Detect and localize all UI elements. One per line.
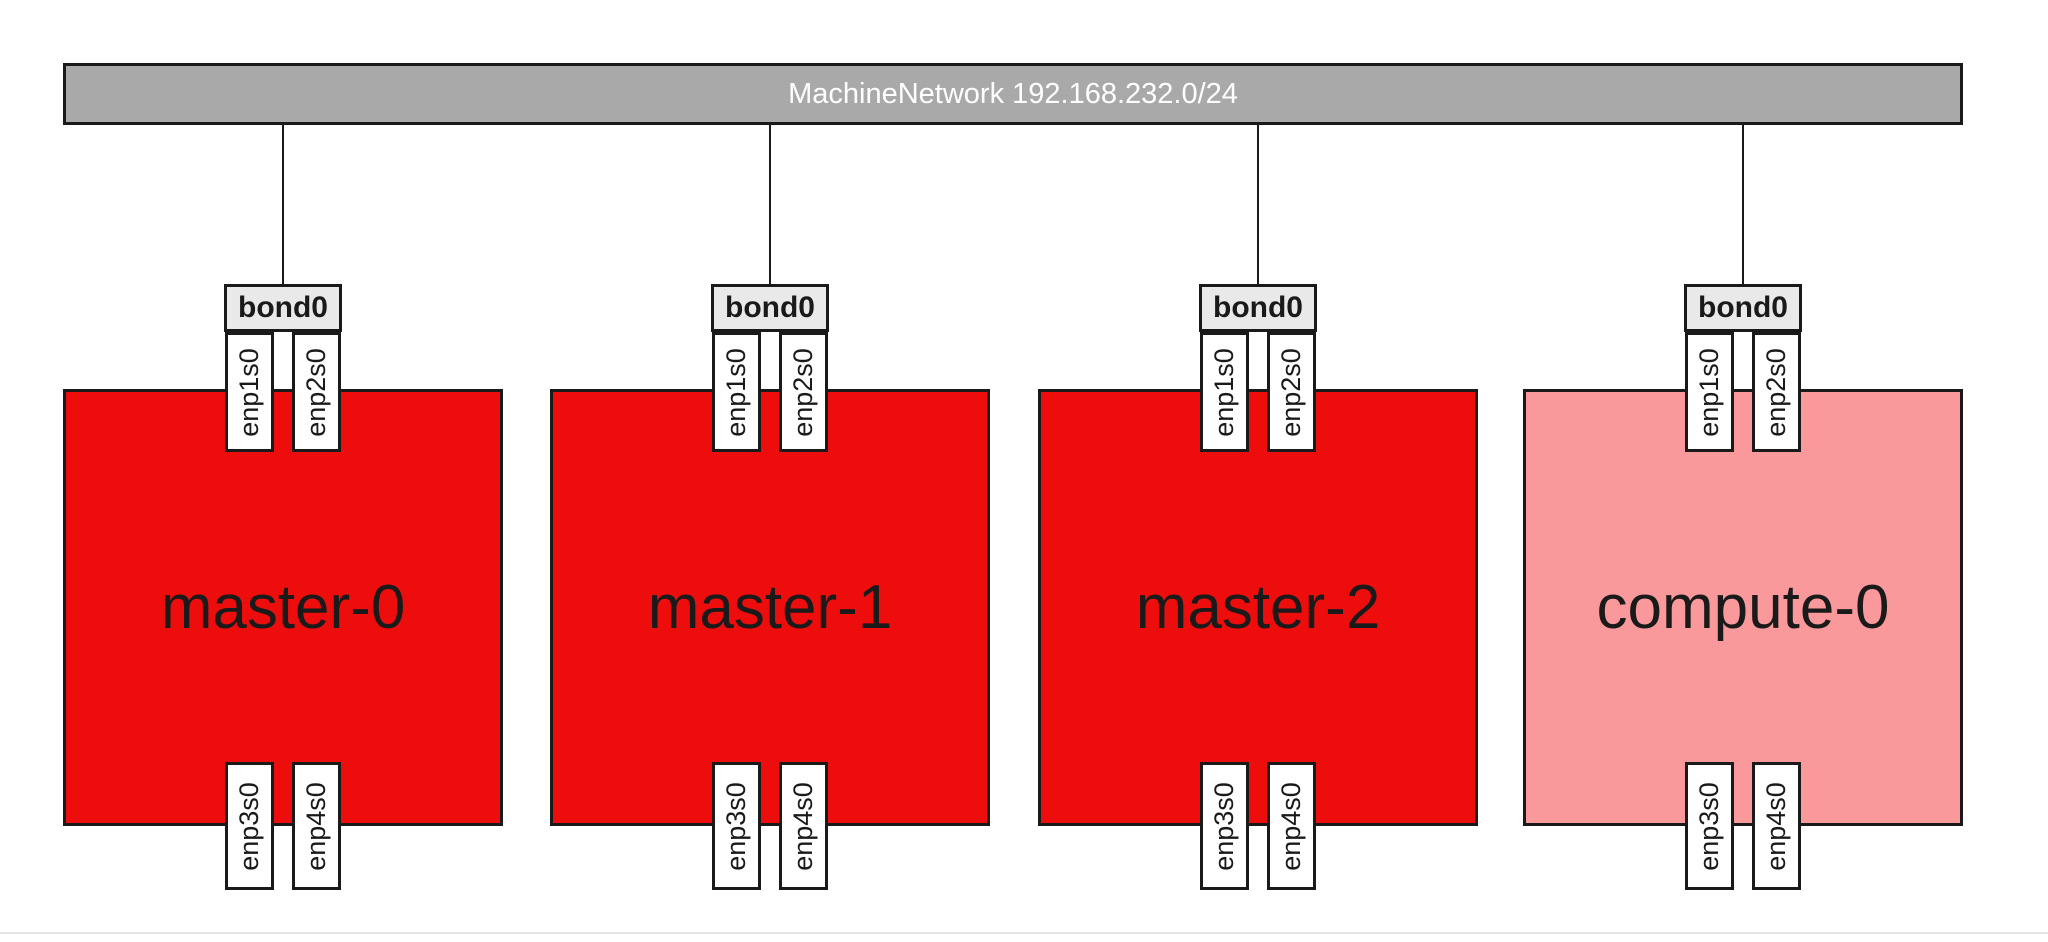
interface-box-enp2s0-master-1: enp2s0 [779,332,828,452]
interface-box-enp3s0-master-2: enp3s0 [1200,762,1249,890]
interface-label: enp3s0 [721,781,751,871]
interface-label: enp2s0 [788,347,818,437]
interface-label: enp1s0 [1694,347,1724,437]
node-label: compute-0 [1596,572,1890,642]
bond-label: bond0 [725,291,815,324]
node-group-master-0: master-0 enp1s0 enp2s0 enp3s0 enp4s0 bon… [63,0,503,942]
node-box-master-0: master-0 [63,389,503,826]
bottom-divider [0,932,2048,934]
node-label: master-2 [1135,572,1381,642]
bond-label: bond0 [238,291,328,324]
interface-label: enp4s0 [301,781,331,871]
interface-box-enp1s0-master-0: enp1s0 [225,332,274,452]
machine-network-label: MachineNetwork 192.168.232.0/24 [788,77,1238,110]
interface-label: enp1s0 [721,347,751,437]
node-group-master-1: master-1 enp1s0 enp2s0 enp3s0 enp4s0 bon… [550,0,990,942]
node-group-compute-0: compute-0 enp1s0 enp2s0 enp3s0 enp4s0 bo… [1523,0,1963,942]
interface-box-enp3s0-compute-0: enp3s0 [1685,762,1734,890]
bond-box-compute-0: bond0 [1684,284,1802,332]
interface-box-enp1s0-compute-0: enp1s0 [1685,332,1734,452]
interface-box-enp2s0-master-0: enp2s0 [292,332,341,452]
bond-label: bond0 [1213,291,1303,324]
node-label: master-1 [647,572,893,642]
interface-box-enp4s0-master-0: enp4s0 [292,762,341,890]
node-label: master-0 [160,572,406,642]
interface-label: enp3s0 [1209,781,1239,871]
connector-line [769,124,771,284]
bond-label: bond0 [1698,291,1788,324]
bond-box-master-2: bond0 [1199,284,1317,332]
node-box-master-1: master-1 [550,389,990,826]
interface-label: enp4s0 [1276,781,1306,871]
bond-box-master-0: bond0 [224,284,342,332]
interface-label: enp1s0 [1209,347,1239,437]
interface-label: enp2s0 [1761,347,1791,437]
interface-label: enp4s0 [1761,781,1791,871]
interface-box-enp1s0-master-2: enp1s0 [1200,332,1249,452]
interface-label: enp3s0 [234,781,264,871]
interface-label: enp1s0 [234,347,264,437]
interface-box-enp4s0-master-1: enp4s0 [779,762,828,890]
interface-label: enp4s0 [788,781,818,871]
connector-line [1257,124,1259,284]
connector-line [282,124,284,284]
interface-box-enp4s0-compute-0: enp4s0 [1752,762,1801,890]
interface-box-enp3s0-master-1: enp3s0 [712,762,761,890]
interface-label: enp2s0 [301,347,331,437]
interface-box-enp3s0-master-0: enp3s0 [225,762,274,890]
machine-network-bar: MachineNetwork 192.168.232.0/24 [63,63,1963,125]
interface-box-enp2s0-compute-0: enp2s0 [1752,332,1801,452]
interface-label: enp2s0 [1276,347,1306,437]
interface-box-enp2s0-master-2: enp2s0 [1267,332,1316,452]
interface-box-enp4s0-master-2: enp4s0 [1267,762,1316,890]
node-group-master-2: master-2 enp1s0 enp2s0 enp3s0 enp4s0 bon… [1038,0,1478,942]
node-box-compute-0: compute-0 [1523,389,1963,826]
node-box-master-2: master-2 [1038,389,1478,826]
bond-box-master-1: bond0 [711,284,829,332]
interface-label: enp3s0 [1694,781,1724,871]
interface-box-enp1s0-master-1: enp1s0 [712,332,761,452]
connector-line [1742,124,1744,284]
